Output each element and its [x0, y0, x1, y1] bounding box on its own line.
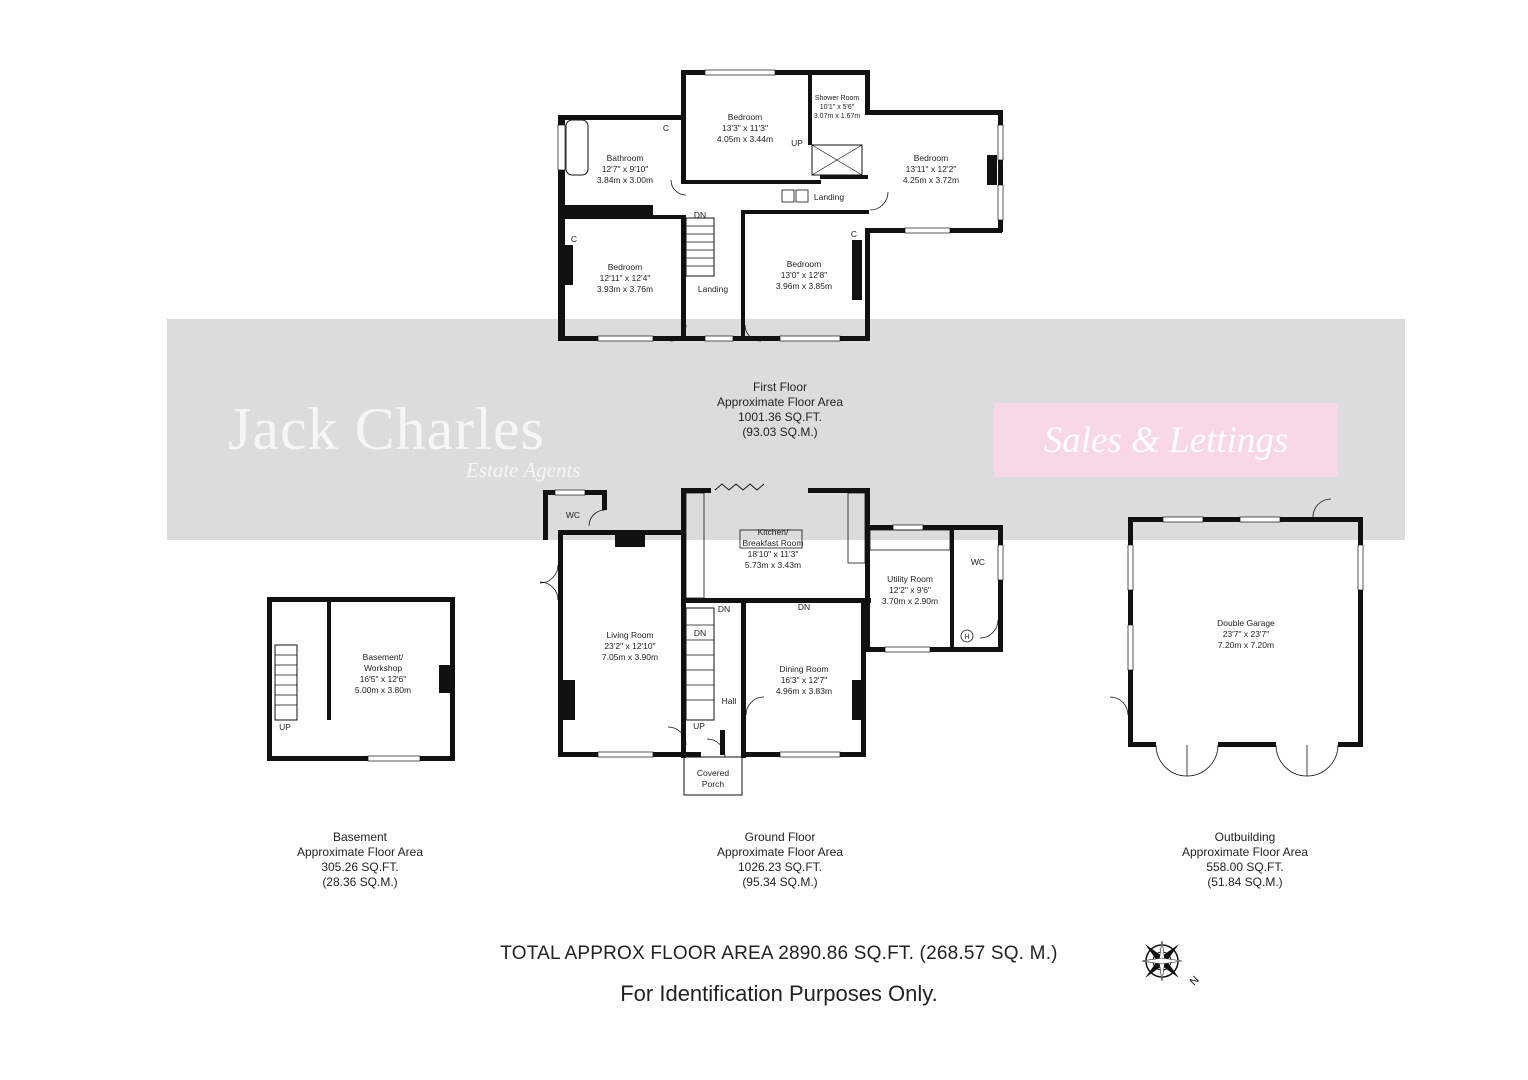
- area-label: Approximate Floor Area: [716, 845, 844, 859]
- stair-down-label: DN: [798, 602, 810, 612]
- outbuilding-labels: Double Garage 23'7" x 23'7" 7.20m x 7.20…: [1217, 618, 1275, 650]
- area-sqm: (93.03 SQ.M.): [742, 425, 818, 439]
- stair-down-label: DN: [718, 604, 730, 614]
- room-dims-imperial: 12'2" x 9'6": [889, 585, 931, 595]
- room-label: Bathroom: [607, 153, 644, 163]
- area-sqm: (28.36 SQ.M.): [322, 875, 398, 889]
- area-sqft: 1026.23 SQ.FT.: [737, 860, 823, 874]
- room-label: Bedroom: [608, 262, 643, 272]
- wc-label: WC: [566, 510, 580, 520]
- room-dims-metric: 5.73m x 3.43m: [745, 560, 801, 570]
- hall-label: Hall: [722, 696, 737, 706]
- room-dims-metric: 3.96m x 3.85m: [776, 281, 832, 291]
- outbuilding-area: Outbuilding Approximate Floor Area 558.0…: [1145, 830, 1345, 890]
- room-dims-metric: 3.84m x 3.00m: [597, 175, 653, 185]
- area-label: Approximate Floor Area: [1181, 845, 1309, 859]
- cupboard-label: C: [851, 229, 857, 239]
- room-dims-metric: 4.96m x 3.83m: [776, 686, 832, 696]
- room-label: Bedroom: [914, 153, 949, 163]
- room-label: Breakfast Room: [743, 538, 804, 548]
- first-floor-labels: Bedroom 13'3" x 11'3" 4.05m x 3.44m Show…: [571, 95, 959, 294]
- tagline-box: Sales & Lettings: [994, 403, 1338, 477]
- first-floor-area: First Floor Approximate Floor Area 1001.…: [680, 380, 880, 440]
- floor-name: Outbuilding: [1214, 830, 1276, 844]
- area-sqft: 1001.36 SQ.FT.: [737, 410, 823, 424]
- room-dims-metric: 4.05m x 3.44m: [717, 134, 773, 144]
- boiler-label: H: [964, 634, 969, 641]
- room-label: Shower Room: [815, 95, 860, 102]
- basement-walls: [267, 597, 455, 762]
- area-sqm: (95.34 SQ.M.): [742, 875, 818, 889]
- basement-area: Basement Approximate Floor Area 305.26 S…: [260, 830, 460, 890]
- stair-up-label: UP: [279, 722, 291, 732]
- room-dims-imperial: 16'3" x 12'7": [781, 675, 828, 685]
- total-floor-area: TOTAL APPROX FLOOR AREA 2890.86 SQ.FT. (…: [500, 943, 1058, 964]
- identification-note: For Identification Purposes Only.: [620, 981, 938, 1006]
- landing-label: Landing: [698, 284, 729, 294]
- floor-name: First Floor: [753, 380, 807, 394]
- room-label: Dining Room: [779, 664, 828, 674]
- room-dims-imperial: 12'11" x 12'4": [600, 273, 651, 283]
- floor-name: Basement: [332, 830, 388, 844]
- area-label: Approximate Floor Area: [296, 845, 424, 859]
- area-sqft: 558.00 SQ.FT.: [1206, 860, 1284, 874]
- room-label: Bedroom: [787, 259, 822, 269]
- room-label: Bedroom: [728, 112, 763, 122]
- landing-label: Landing: [814, 192, 845, 202]
- brand-subtitle: Estate Agents: [466, 458, 581, 482]
- floor-name: Ground Floor: [744, 830, 816, 844]
- room-dims-metric: 7.20m x 7.20m: [1218, 640, 1274, 650]
- room-dims-metric: 3.07m x 1.67m: [814, 113, 860, 120]
- ground-floor-walls: [539, 483, 1004, 796]
- room-dims-imperial: 23'2" x 12'10": [604, 641, 655, 651]
- room-label: Workshop: [364, 663, 402, 673]
- cupboard-label: C: [663, 123, 669, 133]
- wc-label: WC: [971, 557, 985, 567]
- outbuilding-walls: [1109, 498, 1364, 777]
- room-label: Living Room: [606, 630, 653, 640]
- basement-labels: Basement/ Workshop 16'5" x 12'6" 5.00m x…: [279, 652, 411, 732]
- area-sqm: (51.84 SQ.M.): [1207, 875, 1283, 889]
- ground-floor-area: Ground Floor Approximate Floor Area 1026…: [680, 830, 880, 890]
- stair-down-label: DN: [694, 210, 706, 220]
- stair-down-label: DN: [694, 628, 706, 638]
- cupboard-label: C: [571, 234, 577, 244]
- room-dims-imperial: 13'11" x 12'2": [906, 164, 957, 174]
- compass-icon: N: [1141, 940, 1202, 988]
- room-dims-metric: 3.93m x 3.76m: [597, 284, 653, 294]
- room-dims-imperial: 13'3" x 11'3": [722, 123, 768, 133]
- room-dims-metric: 4.25m x 3.72m: [903, 175, 959, 185]
- room-label: Kitchen/: [758, 527, 789, 537]
- room-dims-metric: 3.70m x 2.90m: [882, 596, 938, 606]
- room-label: Double Garage: [1217, 618, 1275, 628]
- first-floor-walls: [557, 69, 1004, 342]
- room-dims-imperial: 10'1" x 5'6": [820, 104, 855, 111]
- room-dims-imperial: 23'7" x 23'7": [1223, 629, 1270, 639]
- room-dims-imperial: 18'10" x 11'3": [748, 549, 799, 559]
- room-dims-imperial: 16'5" x 12'6": [360, 674, 407, 684]
- stair-up-label: UP: [693, 721, 705, 731]
- room-label: Utility Room: [887, 574, 933, 584]
- room-dims-metric: 5.00m x 3.80m: [355, 685, 411, 695]
- area-sqft: 305.26 SQ.FT.: [321, 860, 399, 874]
- area-label: Approximate Floor Area: [716, 395, 844, 409]
- brand-logo-text: Jack Charles: [228, 396, 545, 462]
- room-dims-imperial: 13'0" x 12'8": [781, 270, 828, 280]
- porch-label: Porch: [702, 779, 724, 789]
- ground-floor-labels: Kitchen/ Breakfast Room 18'10" x 11'3" 5…: [566, 510, 985, 789]
- room-label: Basement/: [363, 652, 404, 662]
- room-dims-imperial: 12'7" x 9'10": [602, 164, 649, 174]
- stair-up-label: UP: [791, 138, 803, 148]
- room-dims-metric: 7.05m x 3.90m: [602, 652, 658, 662]
- porch-label: Covered: [697, 768, 729, 778]
